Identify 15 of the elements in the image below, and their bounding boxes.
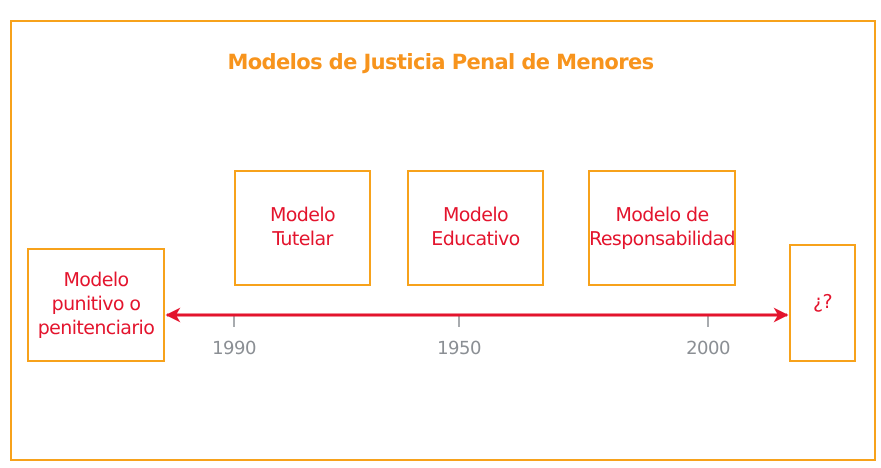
model-label: Modelo Educativo [430, 204, 521, 252]
year-label: 1950 [437, 338, 481, 359]
year-label: 2000 [686, 338, 730, 359]
model-box [789, 244, 856, 362]
model-box [234, 170, 371, 286]
model-label: Modelo Tutelar [268, 204, 336, 252]
title: Modelos de Justicia Penal de Menores [226, 50, 655, 74]
model-box [27, 248, 165, 362]
year-label: 1990 [212, 338, 256, 359]
model-label: Modelo punitivo o penitenciario [36, 269, 156, 341]
model-box [407, 170, 544, 286]
model-label: Modelo de Responsabilidad [589, 204, 735, 252]
model-box [588, 170, 736, 286]
model-label: ¿? [813, 291, 832, 315]
timeline-arrow [166, 308, 788, 322]
